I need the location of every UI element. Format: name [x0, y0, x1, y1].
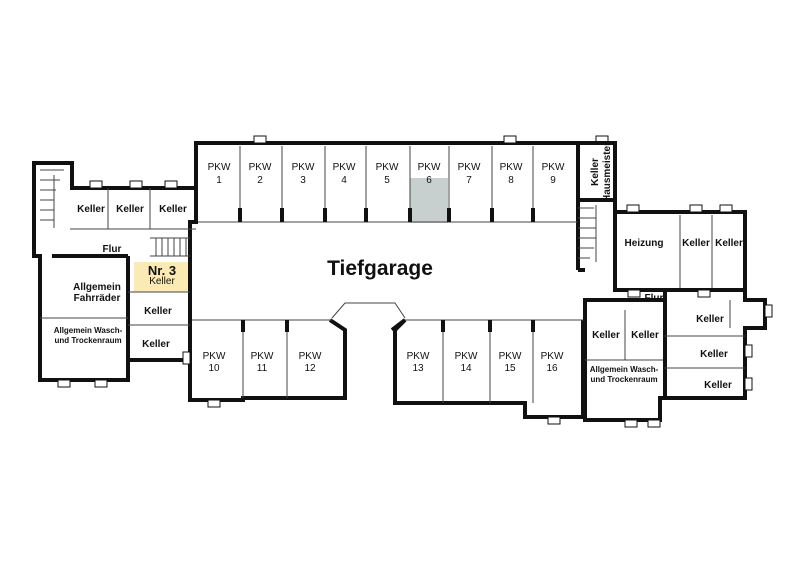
keller-left-5: Keller — [142, 339, 170, 350]
keller-hausmeister-1: Keller — [590, 158, 601, 186]
wasch-left-1: Allgemein Wasch- — [54, 326, 123, 335]
pkw-bottom-2-number: 11 — [257, 363, 268, 374]
pkw-top-2-number: 2 — [257, 175, 263, 186]
heizung-label: Heizung — [625, 238, 664, 249]
pkw-top-7-type: PKW — [458, 162, 481, 173]
pkw-bottom-6-type: PKW — [499, 351, 522, 362]
pkw-top-9-type: PKW — [542, 162, 565, 173]
keller-right-top-2: Keller — [715, 238, 743, 249]
unit-nr3-label: Nr. 3 — [148, 263, 176, 278]
pkw-top-8-type: PKW — [500, 162, 523, 173]
pkw-bottom-3-type: PKW — [299, 351, 322, 362]
highlight-space-pkw6 — [410, 178, 448, 223]
unit-nr3-sub: Keller — [149, 276, 175, 287]
pkw-top-2-type: PKW — [249, 162, 272, 173]
pkw-bottom-1-type: PKW — [203, 351, 226, 362]
right-wing-lower-wall — [583, 288, 767, 422]
pkw-top-9-number: 9 — [550, 175, 556, 186]
pkw-top-3-number: 3 — [300, 175, 306, 186]
pkw-bottom-3-number: 12 — [304, 363, 316, 374]
pkw-top-1-number: 1 — [216, 175, 222, 186]
pkw-bottom-5-type: PKW — [455, 351, 478, 362]
keller-left-4: Keller — [144, 306, 172, 317]
pkw-top-5-number: 5 — [384, 175, 390, 186]
highlight-unit-nr3 — [134, 262, 190, 292]
pkw-top-8-number: 8 — [508, 175, 514, 186]
pkw-top-4-type: PKW — [333, 162, 356, 173]
fahrrad-line1: Allgemein — [73, 282, 121, 293]
parking-labels-top: PKW 1 PKW 2 PKW 3 PKW 4 PKW 5 PKW 6 PKW 7 PKW 8 PKW 9 — [208, 162, 565, 186]
keller-left-3: Keller — [159, 204, 187, 215]
flur-right: Flur — [645, 293, 664, 304]
pkw-top-6-number: 6 — [426, 175, 432, 186]
stairs-right — [578, 205, 597, 262]
right-wing-wall — [578, 141, 747, 292]
keller-right-1: Keller — [696, 314, 724, 325]
pkw-top-1-type: PKW — [208, 162, 231, 173]
pkw-bottom-2-type: PKW — [251, 351, 274, 362]
keller-left-1: Keller — [77, 204, 105, 215]
keller-right-mid-1: Keller — [592, 330, 620, 341]
left-wing-wall — [32, 161, 198, 382]
keller-right-2: Keller — [700, 349, 728, 360]
garage-ramp — [331, 302, 406, 319]
keller-left-2: Keller — [116, 204, 144, 215]
pkw-bottom-4-type: PKW — [407, 351, 430, 362]
pkw-top-7-number: 7 — [466, 175, 472, 186]
pkw-bottom-5-number: 14 — [460, 363, 472, 374]
pkw-bottom-7-number: 16 — [546, 363, 558, 374]
parking-dividers-top — [196, 146, 578, 223]
pkw-top-5-type: PKW — [376, 162, 399, 173]
pkw-top-6-type: PKW — [418, 162, 441, 173]
wasch-right-1: Allgemein Wasch- — [590, 365, 659, 374]
keller-right-3: Keller — [704, 380, 732, 391]
pkw-bottom-1-number: 10 — [208, 363, 220, 374]
pkw-top-4-number: 4 — [341, 175, 347, 186]
garage-wall-bottom-right — [390, 318, 585, 419]
keller-hausmeister-2: Hausmeister — [602, 142, 613, 202]
stairs-left — [40, 169, 190, 257]
keller-right-top-1: Keller — [682, 238, 710, 249]
keller-right-mid-2: Keller — [631, 330, 659, 341]
wasch-right-2: und Trockenraum — [590, 375, 657, 384]
garage-wall-top — [194, 141, 580, 270]
flur-left: Flur — [103, 244, 122, 255]
wasch-left-2: und Trockenraum — [54, 336, 121, 345]
pkw-bottom-6-number: 15 — [504, 363, 516, 374]
garage-title: Tiefgarage — [327, 257, 433, 280]
pkw-top-3-type: PKW — [292, 162, 315, 173]
pkw-bottom-4-number: 13 — [412, 363, 424, 374]
pkw-bottom-7-type: PKW — [541, 351, 564, 362]
fahrrad-line2: Fahrräder — [74, 293, 121, 304]
parking-dividers-bottom — [241, 320, 535, 403]
